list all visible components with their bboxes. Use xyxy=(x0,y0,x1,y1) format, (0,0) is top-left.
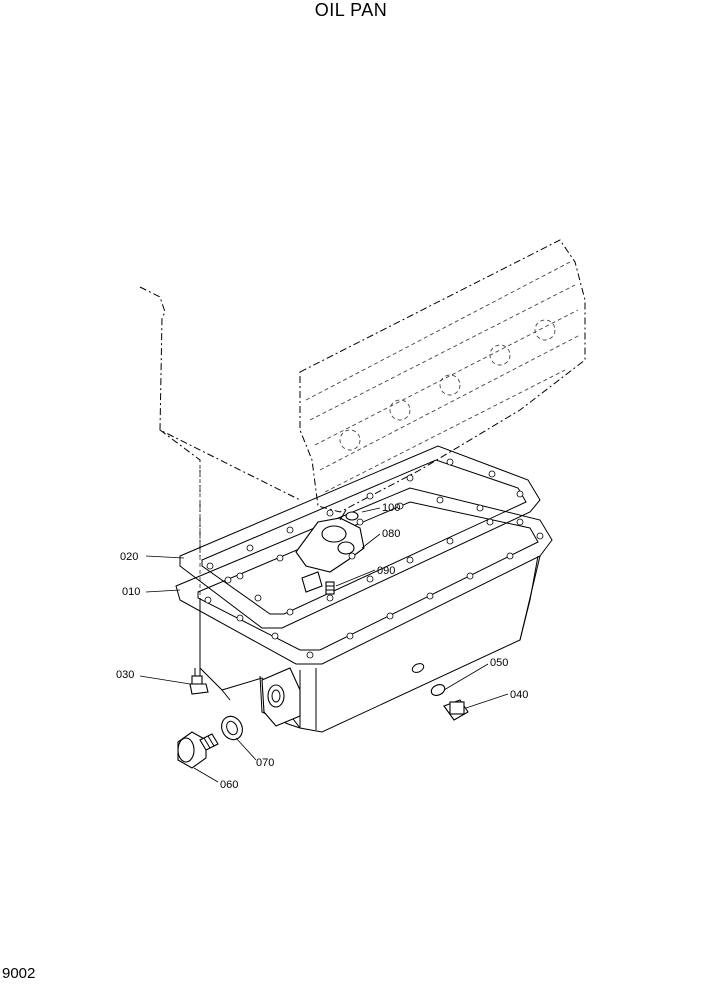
oil-pan-body xyxy=(199,555,541,733)
diagram-title: OIL PAN xyxy=(314,0,388,20)
bracket-bolt-090 xyxy=(301,571,335,595)
page-code: 9002 xyxy=(2,965,36,982)
callout-030: 030 xyxy=(116,669,134,681)
bolt-030 xyxy=(189,668,209,695)
callout-040: 040 xyxy=(510,689,528,701)
flange-bolt-holes xyxy=(204,458,544,659)
engine-block-phantom xyxy=(139,239,586,690)
callout-100: 100 xyxy=(382,502,400,514)
callout-010: 010 xyxy=(122,586,140,598)
leader-lines xyxy=(139,507,509,783)
callout-labels: 100 080 090 020 010 030 040 050 070 060 xyxy=(116,502,528,791)
o-ring-100 xyxy=(345,511,359,521)
gasket-lower-010 xyxy=(175,487,553,665)
oil-strainer-080 xyxy=(295,509,365,573)
callout-050: 050 xyxy=(490,657,508,669)
drain-boss xyxy=(261,667,301,727)
plug-040 xyxy=(443,699,469,721)
washer-050 xyxy=(411,663,446,696)
callout-080: 080 xyxy=(382,528,400,540)
callout-090: 090 xyxy=(377,565,395,577)
drain-plug-060 xyxy=(177,731,219,769)
callout-070: 070 xyxy=(256,757,274,769)
callout-020: 020 xyxy=(120,551,138,563)
washer-070 xyxy=(221,715,243,741)
callout-060: 060 xyxy=(220,779,238,791)
